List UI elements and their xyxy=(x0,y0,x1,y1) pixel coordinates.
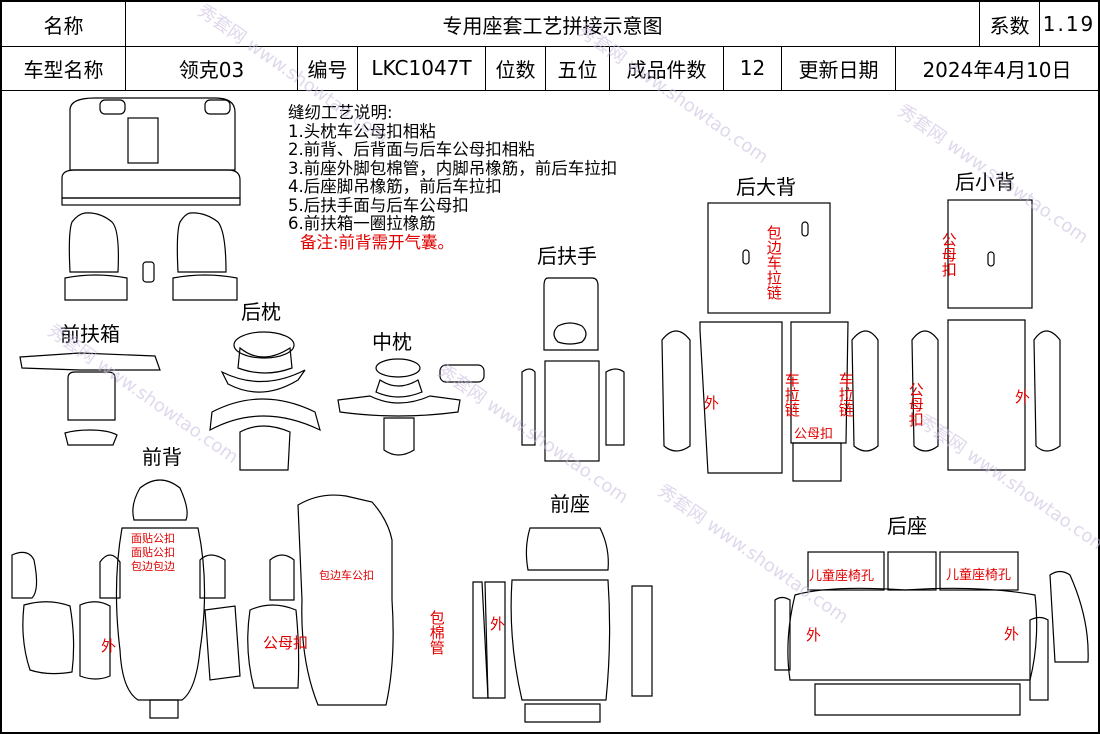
name-label: 名称 xyxy=(2,2,126,46)
seats-value: 五位 xyxy=(546,46,610,90)
label-rear-armrest: 后扶手 xyxy=(537,244,597,268)
annot-outer: 外 xyxy=(1004,625,1020,643)
label-rear-big-back: 后大背 xyxy=(736,175,796,199)
pieces-label: 成品件数 xyxy=(610,46,724,90)
label-mid-headrest: 中枕 xyxy=(372,330,412,354)
annot-male-female-a: 公母扣 xyxy=(939,232,958,277)
code-label: 编号 xyxy=(298,46,358,90)
note-item: 5.后扶手面与后车公母扣 xyxy=(288,195,469,215)
annot-male-female-b: 公母扣 xyxy=(794,427,834,442)
note-item: 3.前座外脚包棉管，内脚吊橡筋，前后车拉扣 xyxy=(288,158,618,178)
rear-seat-pieces xyxy=(774,551,1089,716)
label-front-armbox: 前扶箱 xyxy=(60,322,120,346)
front-seat-thumbnails xyxy=(64,212,238,301)
annot-zip: 车拉链 xyxy=(782,372,801,417)
annot-outer: 外 xyxy=(704,394,720,412)
annot-male-female-c: 公母扣 xyxy=(906,382,925,427)
date-value: 2024年4月10日 xyxy=(922,57,1072,82)
annot-male-female-d: 公母扣 xyxy=(263,634,309,652)
label-rear-seat: 后座 xyxy=(887,514,927,538)
note-item: 6.前扶箱一圈拉橡筋 xyxy=(288,214,436,233)
annot-outer: 外 xyxy=(1015,388,1031,406)
annot-face-snap: 面贴公扣 xyxy=(131,546,175,559)
notes-remark: 备注:前背需开气囊。 xyxy=(300,232,455,252)
rear-small-back-pieces xyxy=(911,199,1061,471)
note-item: 1.头枕车公母扣相粘 xyxy=(288,121,436,141)
annot-zip: 车拉链 xyxy=(836,372,855,417)
seats-label: 位数 xyxy=(486,46,546,90)
front-back-pieces xyxy=(11,479,241,719)
annot-child-seat-hole: 儿童座椅孔 xyxy=(946,568,1012,583)
mid-headrest-pieces xyxy=(337,358,485,456)
rear-armrest-pieces xyxy=(521,277,625,462)
date-label: 更新日期 xyxy=(782,46,896,90)
label-front-back: 前背 xyxy=(142,445,182,469)
annot-wrap-zip: 包边车拉链 xyxy=(764,225,783,300)
pattern-drawing xyxy=(11,97,1089,723)
annot-outer: 外 xyxy=(101,637,117,655)
front-seat-pieces xyxy=(472,527,653,723)
rear-big-back-pieces xyxy=(661,202,879,482)
annot-outer: 外 xyxy=(490,615,506,633)
page-title: 专用座套工艺拼接示意图 xyxy=(126,2,980,46)
front-back-right-pieces xyxy=(247,494,394,706)
annot-outer: 外 xyxy=(806,626,822,644)
rear-headrest-pieces xyxy=(209,331,321,471)
code-value: LKC1047T xyxy=(358,46,486,90)
model-value: 领克03 xyxy=(126,46,298,90)
note-item: 4.后座脚吊橡筋，前后车拉扣 xyxy=(288,177,502,196)
notes-title: 缝纫工艺说明: xyxy=(288,103,393,122)
annot-wrap-edge: 包边包边 xyxy=(131,560,175,573)
coef-label: 系数 xyxy=(980,2,1040,46)
annot-face-snap: 面贴公扣 xyxy=(131,532,175,545)
label-rear-small-back: 后小背 xyxy=(955,170,1015,194)
pieces-value: 12 xyxy=(724,46,782,90)
annot-cotton-pipe: 包棉管 xyxy=(427,610,446,655)
coef-value: 1.19 xyxy=(1042,12,1096,36)
sewing-notes: 缝纫工艺说明: 1.头枕车公母扣相粘 2.前背、后背面与后车公母扣相粘 3.前座… xyxy=(288,103,618,252)
annot-wrap-snap: 包边车公扣 xyxy=(319,569,374,582)
header-row-2: 车型名称 领克03 编号 LKC1047T 位数 五位 成品件数 12 更新日期… xyxy=(2,46,1098,91)
header-row-1: 名称 专用座套工艺拼接示意图 系数 1.19 xyxy=(2,2,1098,47)
label-front-seat: 前座 xyxy=(550,492,590,516)
model-label: 车型名称 xyxy=(2,46,126,90)
front-armbox-pieces xyxy=(19,352,161,446)
annot-child-seat-hole: 儿童座椅孔 xyxy=(809,569,875,584)
note-item: 2.前背、后背面与后车公母扣相粘 xyxy=(288,140,535,159)
label-rear-headrest: 后枕 xyxy=(241,300,281,324)
rear-bench-thumbnail xyxy=(61,97,241,206)
